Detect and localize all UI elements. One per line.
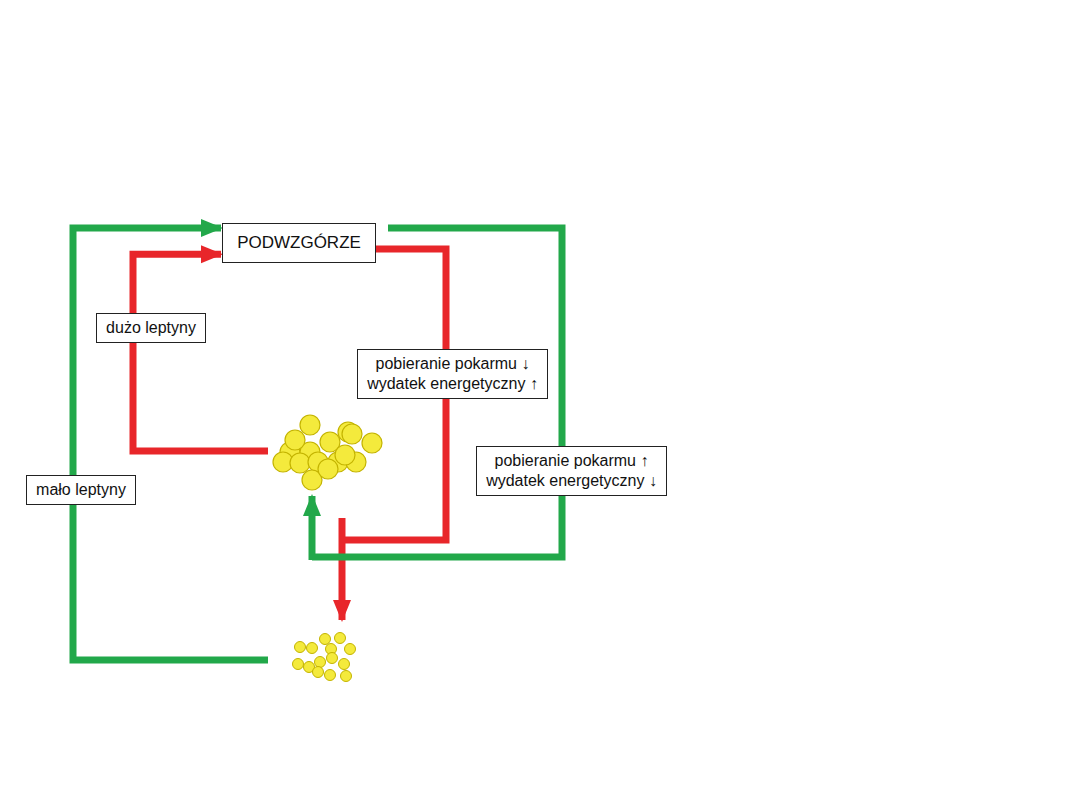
node-text: wydatek energetyczny ↑	[365, 374, 540, 394]
effect-arrow	[339, 518, 346, 620]
node-text: pobieranie pokarmu ↑	[484, 451, 659, 471]
signal-label-box: dużo leptyny	[96, 313, 206, 343]
small-fat-cells	[293, 633, 356, 682]
node-text: pobieranie pokarmu ↓	[365, 354, 540, 374]
connector	[388, 228, 562, 446]
connector	[376, 249, 446, 349]
signal-label-box: mało leptyny	[26, 475, 136, 505]
node-text: mało leptyny	[34, 480, 128, 500]
effect-arrow	[309, 496, 316, 560]
effect-label-box: pobieranie pokarmu ↓wydatek energetyczny…	[357, 349, 548, 399]
node-text: PODWZGÓRZE	[230, 233, 368, 253]
effect-label-box: pobieranie pokarmu ↑wydatek energetyczny…	[476, 446, 667, 496]
hypothalamus-box: PODWZGÓRZE	[222, 223, 376, 263]
signal-line	[73, 490, 268, 660]
signal-line	[133, 330, 268, 451]
node-text: wydatek energetyczny ↓	[484, 471, 659, 491]
connector	[73, 228, 221, 475]
effect-line	[342, 380, 446, 540]
node-text: dużo leptyny	[104, 318, 198, 338]
connector	[133, 254, 221, 313]
large-fat-cells	[273, 415, 382, 490]
